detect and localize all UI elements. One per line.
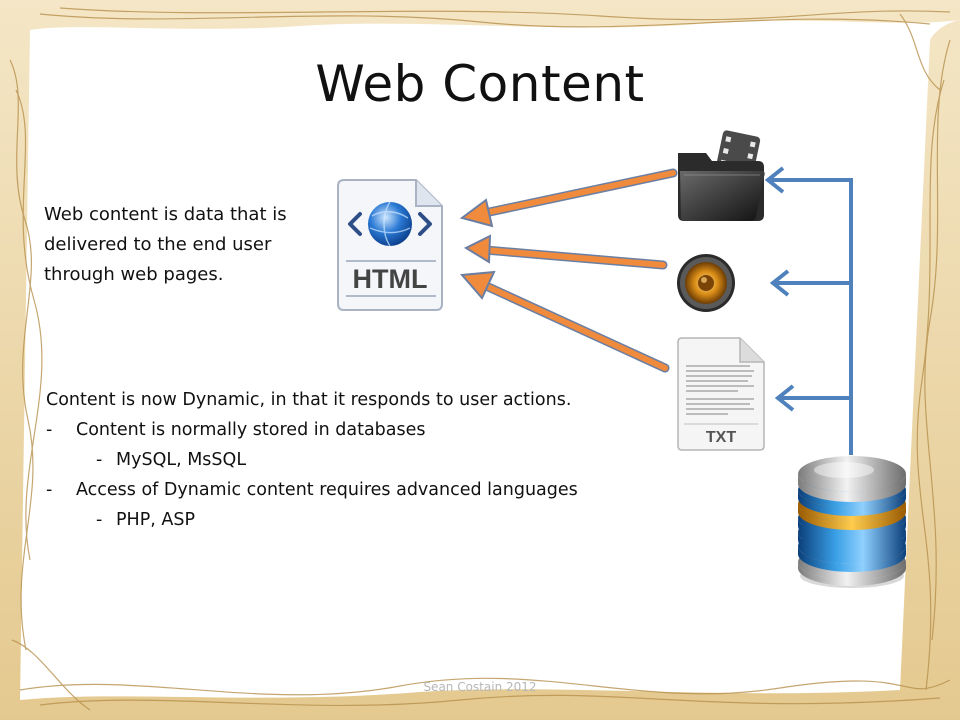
html-file-icon: HTML: [337, 179, 443, 311]
orange-arrows: [459, 168, 678, 373]
orange-arrow-video: [459, 168, 678, 228]
sub-bullet-item: -MySQL, MsSQL: [46, 445, 666, 475]
database-icon: [798, 456, 906, 588]
body-lead: Content is now Dynamic, in that it respo…: [46, 390, 572, 410]
txt-file-label: TXT: [706, 429, 736, 446]
blue-arrow-connector: [764, 166, 853, 455]
video-folder-icon: [678, 130, 765, 221]
intro-paragraph: Web content is data that is delivered to…: [44, 204, 287, 285]
orange-arrow-audio: [463, 234, 668, 270]
bullet-text: Access of Dynamic content requires advan…: [76, 480, 578, 500]
bullet-item: - Content is normally stored in databases: [46, 415, 666, 445]
orange-arrow-text: [459, 270, 670, 373]
bullet-dash: -: [46, 480, 53, 500]
bullet-dash: -: [46, 420, 53, 440]
txt-file-icon: TXT: [677, 337, 765, 451]
speaker-icon: [677, 254, 735, 312]
intro-text: Web content is data that is delivered to…: [44, 200, 334, 290]
sub-bullet-text: MySQL, MsSQL: [116, 450, 247, 470]
body-text: Content is now Dynamic, in that it respo…: [46, 385, 666, 535]
sub-bullet-item: -PHP, ASP: [46, 505, 666, 535]
bullet-text: Content is normally stored in databases: [76, 420, 426, 440]
html-file-label: HTML: [353, 264, 428, 294]
footer-credit: Sean Costain 2012: [423, 680, 537, 694]
slide-title: Web Content: [315, 55, 645, 113]
sub-bullet-text: PHP, ASP: [116, 510, 196, 530]
sub-bullet-dash: -: [96, 510, 103, 530]
border-scribbles: [9, 7, 951, 711]
sub-bullet-dash: -: [96, 450, 103, 470]
bullet-item: - Access of Dynamic content requires adva…: [46, 475, 666, 505]
